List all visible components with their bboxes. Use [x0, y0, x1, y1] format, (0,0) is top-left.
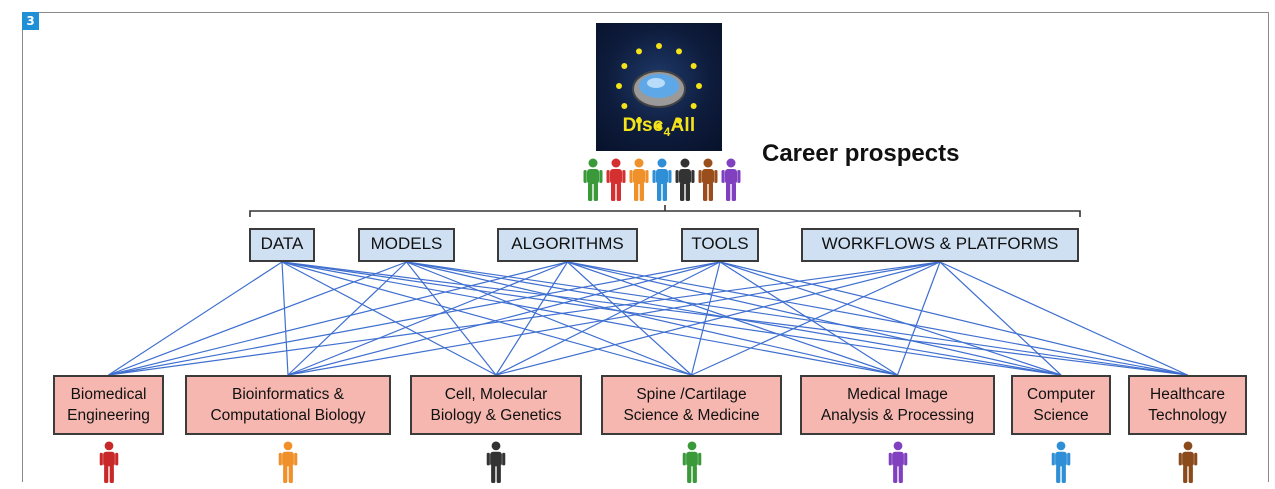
connector-line [287, 261, 721, 376]
logo-star [696, 83, 702, 89]
connector-line [281, 261, 1062, 376]
logo-star [676, 48, 682, 55]
discipline-label-line2: Computational Biology [210, 407, 366, 424]
discipline-person-icon [1051, 441, 1071, 489]
disc4all-logo: Disc4All [596, 23, 722, 151]
connector-line [281, 261, 497, 376]
connector-line [495, 261, 569, 376]
connector-line [281, 261, 692, 376]
connector-line [719, 261, 1188, 376]
logo-star [621, 103, 628, 109]
connector-line [896, 261, 941, 376]
connector-line [719, 261, 898, 376]
prospect-person-icon [606, 158, 626, 207]
category-box: DATA [249, 228, 315, 262]
discipline-label-line2: Biology & Genetics [430, 407, 562, 424]
discipline-label-line1: Cell, Molecular [444, 386, 548, 403]
prospect-person-icon [629, 158, 649, 207]
discipline-label-line2: Analysis & Processing [820, 407, 975, 424]
connector-line [567, 261, 1188, 376]
category-box: MODELS [358, 228, 455, 262]
figure-frame [22, 12, 1269, 482]
career-prospects-heading: Career prospects [762, 140, 960, 167]
discipline-label-line2: Science & Medicine [623, 407, 760, 424]
discipline-person-icon [682, 441, 702, 489]
discipline-person-icon [278, 441, 298, 489]
category-box: ALGORITHMS [497, 228, 638, 262]
category-box: WORKFLOWS & PLATFORMS [801, 228, 1079, 262]
bracket [249, 205, 1081, 217]
connector-line [281, 261, 289, 376]
connector-line [495, 261, 941, 376]
connector-line [406, 261, 1188, 376]
prospect-person-icon [698, 158, 718, 207]
logo-star [656, 43, 662, 49]
connector-line [690, 261, 721, 376]
discipline-label-line1: Bioinformatics & [232, 386, 344, 403]
logo-star [690, 103, 697, 109]
connector-line [567, 261, 898, 376]
prospect-person-icon [652, 158, 672, 207]
logo-star [621, 63, 628, 69]
prospect-person-icon [583, 158, 603, 207]
connector-line [108, 261, 568, 376]
logo-star [690, 63, 697, 69]
connector-line [108, 261, 407, 376]
connector-line [567, 261, 692, 376]
connector-line [406, 261, 497, 376]
connector-line [108, 261, 941, 376]
category-box: TOOLS [681, 228, 759, 262]
discipline-person-icon [1178, 441, 1198, 489]
logo-star [656, 123, 662, 129]
logo-stars [616, 43, 702, 129]
discipline-label-line2: Technology [1148, 407, 1227, 424]
discipline-label-line1: Biomedical [70, 386, 147, 403]
connector-lines [108, 261, 1188, 376]
figure-number-badge: 3 [22, 12, 39, 30]
connector-line [281, 261, 898, 376]
logo-graphic [616, 43, 702, 129]
connector-line [406, 261, 898, 376]
prospect-person-icon [675, 158, 695, 207]
discipline-person-icon [888, 441, 908, 489]
connector-line [287, 261, 941, 376]
connector-line [495, 261, 721, 376]
discipline-label-line1: Spine /Cartilage [636, 386, 747, 403]
connector-line [939, 261, 1188, 376]
logo-star [616, 83, 622, 89]
connector-line [719, 261, 1062, 376]
connector-line [691, 261, 941, 376]
logo-text: Disc4All [622, 115, 696, 139]
connector-line [287, 261, 407, 376]
discipline-box: Bioinformatics & Computational Biology [185, 375, 391, 435]
logo-star [636, 48, 642, 55]
connector-line [287, 261, 568, 376]
logo-star [676, 117, 682, 124]
discipline-label-line2: Science [1033, 407, 1089, 424]
discipline-label-line1: Medical Image [847, 386, 948, 403]
connector-line [406, 261, 692, 376]
discipline-label-line1: Computer [1026, 386, 1096, 403]
logo-star [636, 117, 642, 124]
discipline-person-icon [99, 441, 119, 489]
prospect-person-icon [721, 158, 741, 207]
discipline-label-line2: Engineering [67, 407, 150, 424]
discipline-person-icon [486, 441, 506, 489]
discipline-label-line1: Healthcare [1150, 386, 1225, 403]
connector-line [108, 261, 721, 376]
connector-line [939, 261, 1062, 376]
connector-line [108, 261, 283, 376]
